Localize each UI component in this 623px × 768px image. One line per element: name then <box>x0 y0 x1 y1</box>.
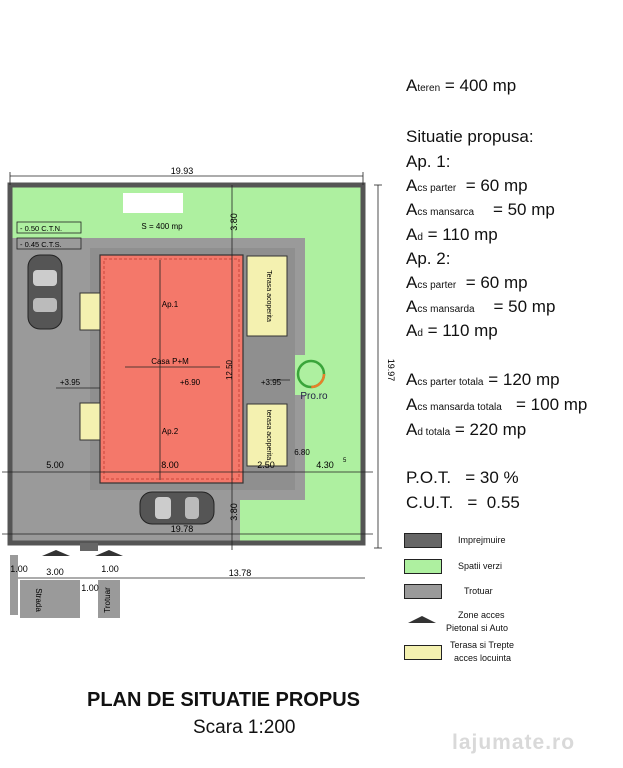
dim-front-total: 13.78 <box>229 568 252 578</box>
terrace-top-label: Terasa acoperita <box>265 270 272 322</box>
street-strip <box>20 580 80 618</box>
dimension-lines <box>2 172 382 579</box>
dim-street-w: 3.00 <box>46 567 64 577</box>
dim-terrace-width: 2.50 <box>257 460 275 470</box>
logo-text: Pro.ro <box>300 391 328 402</box>
summary-ap1-title: Ap. 1: <box>406 152 451 171</box>
legend-label-terrace: Terasa si Trepte <box>450 640 515 650</box>
summary-ap1-d: Ad = 110 mp <box>406 225 498 244</box>
entry-step-top <box>79 292 101 331</box>
ap2-label: Ap.2 <box>162 427 179 436</box>
sidewalk-strip <box>98 580 120 618</box>
summary-ap2-d: Ad = 110 mp <box>406 321 498 340</box>
street-label: Strada <box>34 588 43 612</box>
summary-teren: Ateren = 400 mp <box>406 76 517 95</box>
dim-inner-width: 19.78 <box>171 524 194 534</box>
access-arrow-icon <box>95 550 123 556</box>
entry-step-bottom <box>79 402 101 441</box>
terrace-top <box>246 255 288 337</box>
elev-left: +3.95 <box>60 378 81 387</box>
legend-label-terrace-2: acces locuinta <box>454 653 512 663</box>
ctn-box <box>16 221 82 234</box>
dim-right-setback-sup: 5 <box>343 458 347 464</box>
dim-right-setback: 4.30 <box>316 460 334 470</box>
legend-label-fence: Imprejmuire <box>458 535 506 545</box>
logo-arc-icon <box>296 359 326 389</box>
ap1-label: Ap.1 <box>162 300 179 309</box>
sidewalk-left <box>10 555 18 615</box>
summary-ap2-title: Ap. 2: <box>406 249 451 268</box>
legend-label-sidewalk: Trotuar <box>464 586 493 596</box>
terrace-bottom-label: terasa acoperita <box>265 410 272 460</box>
watermark: lajumate.ro <box>452 731 576 754</box>
summary-ap1-parter: Acs parter = 60 mp <box>406 176 528 195</box>
ctn-label: - 0.50 C.T.N. <box>20 224 62 233</box>
house-footprint <box>99 254 244 484</box>
summary-cut: C.U.T. = 0.55 <box>406 493 520 512</box>
page-title: PLAN DE SITUATIE PROPUS <box>87 689 360 711</box>
dim-house-depth: 12.50 <box>225 359 234 380</box>
dim-bottom-gap: 3.80 <box>229 503 239 521</box>
legend-label-access: Zone acces <box>458 610 505 620</box>
legend-swatch-sidewalk <box>404 584 442 599</box>
summary-total-d: Ad totala = 220 mp <box>406 420 527 439</box>
car-icon-bottom <box>139 491 215 525</box>
legend-access-arrow-icon <box>408 616 436 623</box>
summary-ap1-mansarda: Acs mansarca = 50 mp <box>406 200 555 219</box>
legend-label-access-2: Pietonal si Auto <box>446 623 509 633</box>
house-label: Casa P+M <box>151 357 189 366</box>
summary-ap2-parter: Acs parter = 60 mp <box>406 273 528 292</box>
summary-pot: P.O.T. = 30 % <box>406 468 519 487</box>
dim-sidewalk-w2: 1.00 <box>101 564 119 574</box>
scale-label: Scara 1:200 <box>193 717 296 738</box>
fence-gate-post <box>80 543 98 551</box>
dim-left-setback: 5.00 <box>46 460 64 470</box>
dim-fence-w: 1.00 <box>81 583 99 593</box>
legend-swatch-green <box>404 559 442 574</box>
house-inner-outline <box>103 258 240 480</box>
dim-right-depth: 19.97 <box>386 359 396 382</box>
legend-label-green: Spatii verzi <box>458 561 503 571</box>
sidewalk-label: Trotuar <box>103 587 112 613</box>
area-label: S = 400 mp <box>141 222 183 231</box>
dim-top-gap: 3.80 <box>229 213 239 231</box>
elev-right: +3.95 <box>261 378 282 387</box>
summary-heading: Situatie propusa: <box>406 127 534 146</box>
access-arrow-icon <box>42 550 70 556</box>
summary-total-parter: Acs parter totala = 120 mp <box>406 370 560 389</box>
dim-top-width: 19.93 <box>171 166 194 176</box>
cts-label: - 0.45 C.T.S. <box>20 240 62 249</box>
legend-swatch-terrace <box>404 645 442 660</box>
area-label-patch <box>123 193 183 213</box>
dim-house-width: 8.00 <box>161 460 179 470</box>
summary-ap2-mansarda: Acs mansarda = 50 mp <box>406 297 556 316</box>
summary-total-mansarda: Acs mansarda totala = 100 mp <box>406 395 588 414</box>
terrace-bottom <box>246 403 288 467</box>
fence-outline <box>7 182 366 546</box>
legend-swatch-fence <box>404 533 442 548</box>
car-icon-left <box>27 254 63 330</box>
dim-sidewalk-w: 1.00 <box>10 564 28 574</box>
cts-box <box>16 237 82 250</box>
elev-center: +6.90 <box>180 378 201 387</box>
elev-far: 6.80 <box>294 448 310 457</box>
